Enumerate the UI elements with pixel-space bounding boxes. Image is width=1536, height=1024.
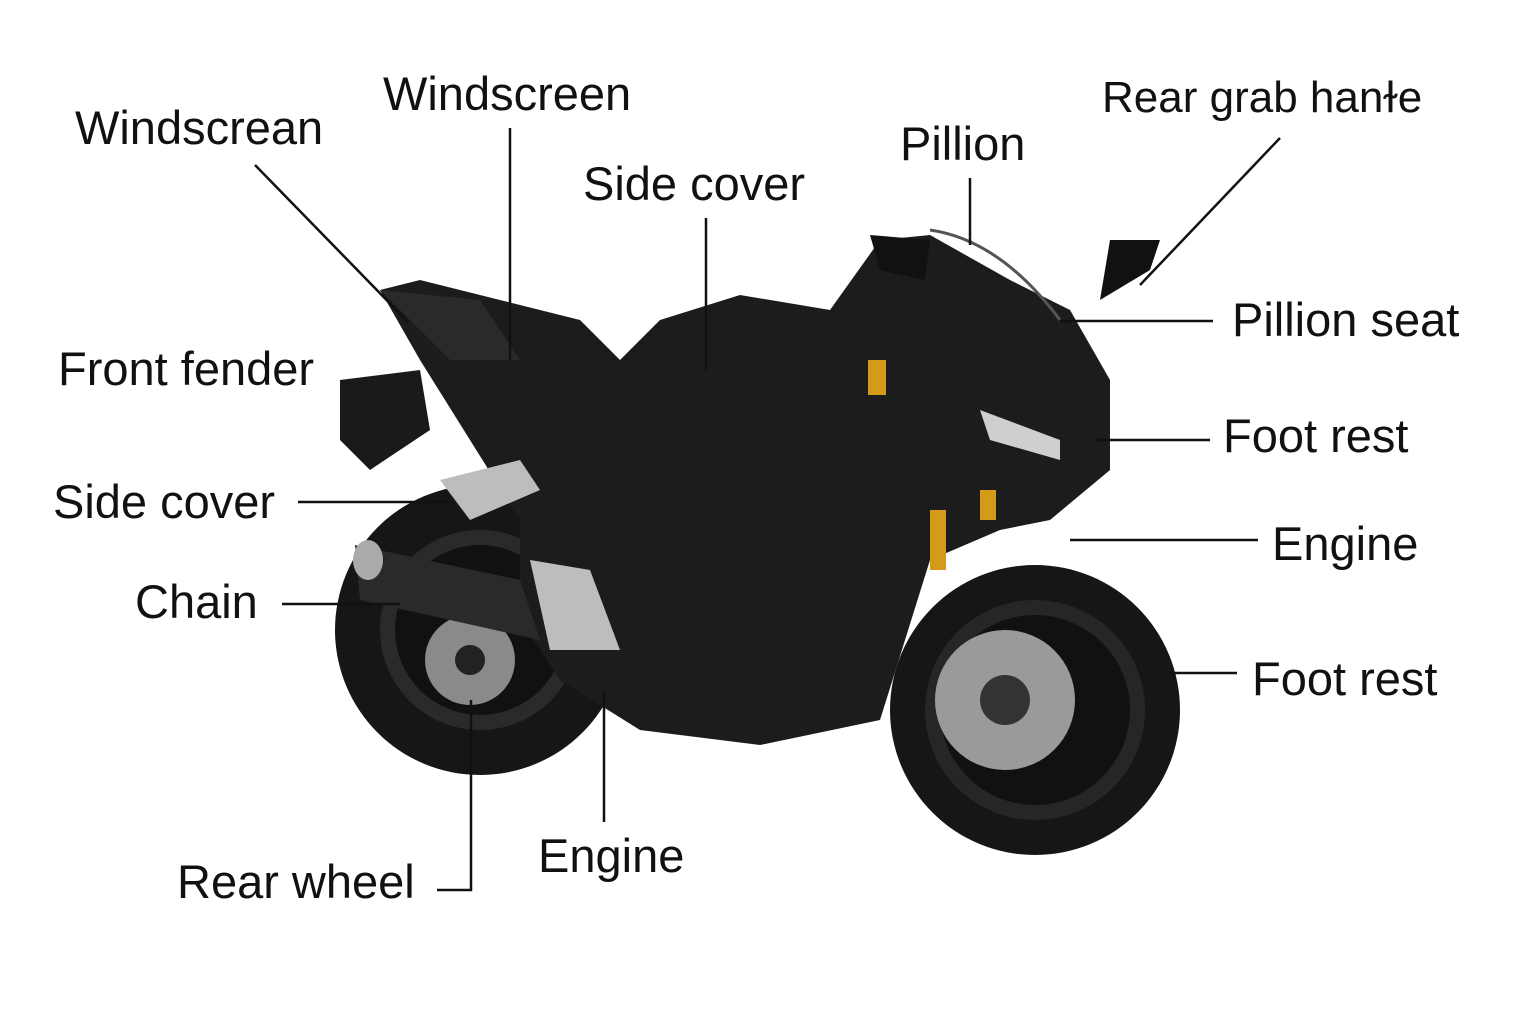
label-pillion: Pillion xyxy=(900,117,1026,170)
label-rear-wheel: Rear wheel xyxy=(177,855,415,908)
front-wheel xyxy=(890,565,1180,855)
label-windscreen: Windscreen xyxy=(383,67,632,120)
label-foot-rest-bottom: Foot rest xyxy=(1252,652,1438,705)
label-rear-grab-handle: Rear grab hanɫe xyxy=(1102,73,1423,122)
label-chain: Chain xyxy=(135,575,258,628)
leader-rear-wheel xyxy=(437,700,473,892)
leader-windscrean xyxy=(254,164,409,323)
label-pillion-seat: Pillion seat xyxy=(1232,293,1460,346)
label-windscrean: Windscrean xyxy=(75,101,324,154)
label-foot-rest-top: Foot rest xyxy=(1223,409,1409,462)
leader-rear-grab-handle xyxy=(1139,137,1281,286)
leader-lines xyxy=(254,128,1281,892)
label-side-cover-top: Side cover xyxy=(583,157,806,210)
label-engine-bottom: Engine xyxy=(538,829,685,882)
label-engine-right: Engine xyxy=(1272,517,1419,570)
label-front-fender: Front fender xyxy=(58,342,315,395)
motorcycle-body xyxy=(340,228,1160,745)
label-side-cover-left: Side cover xyxy=(53,475,276,528)
